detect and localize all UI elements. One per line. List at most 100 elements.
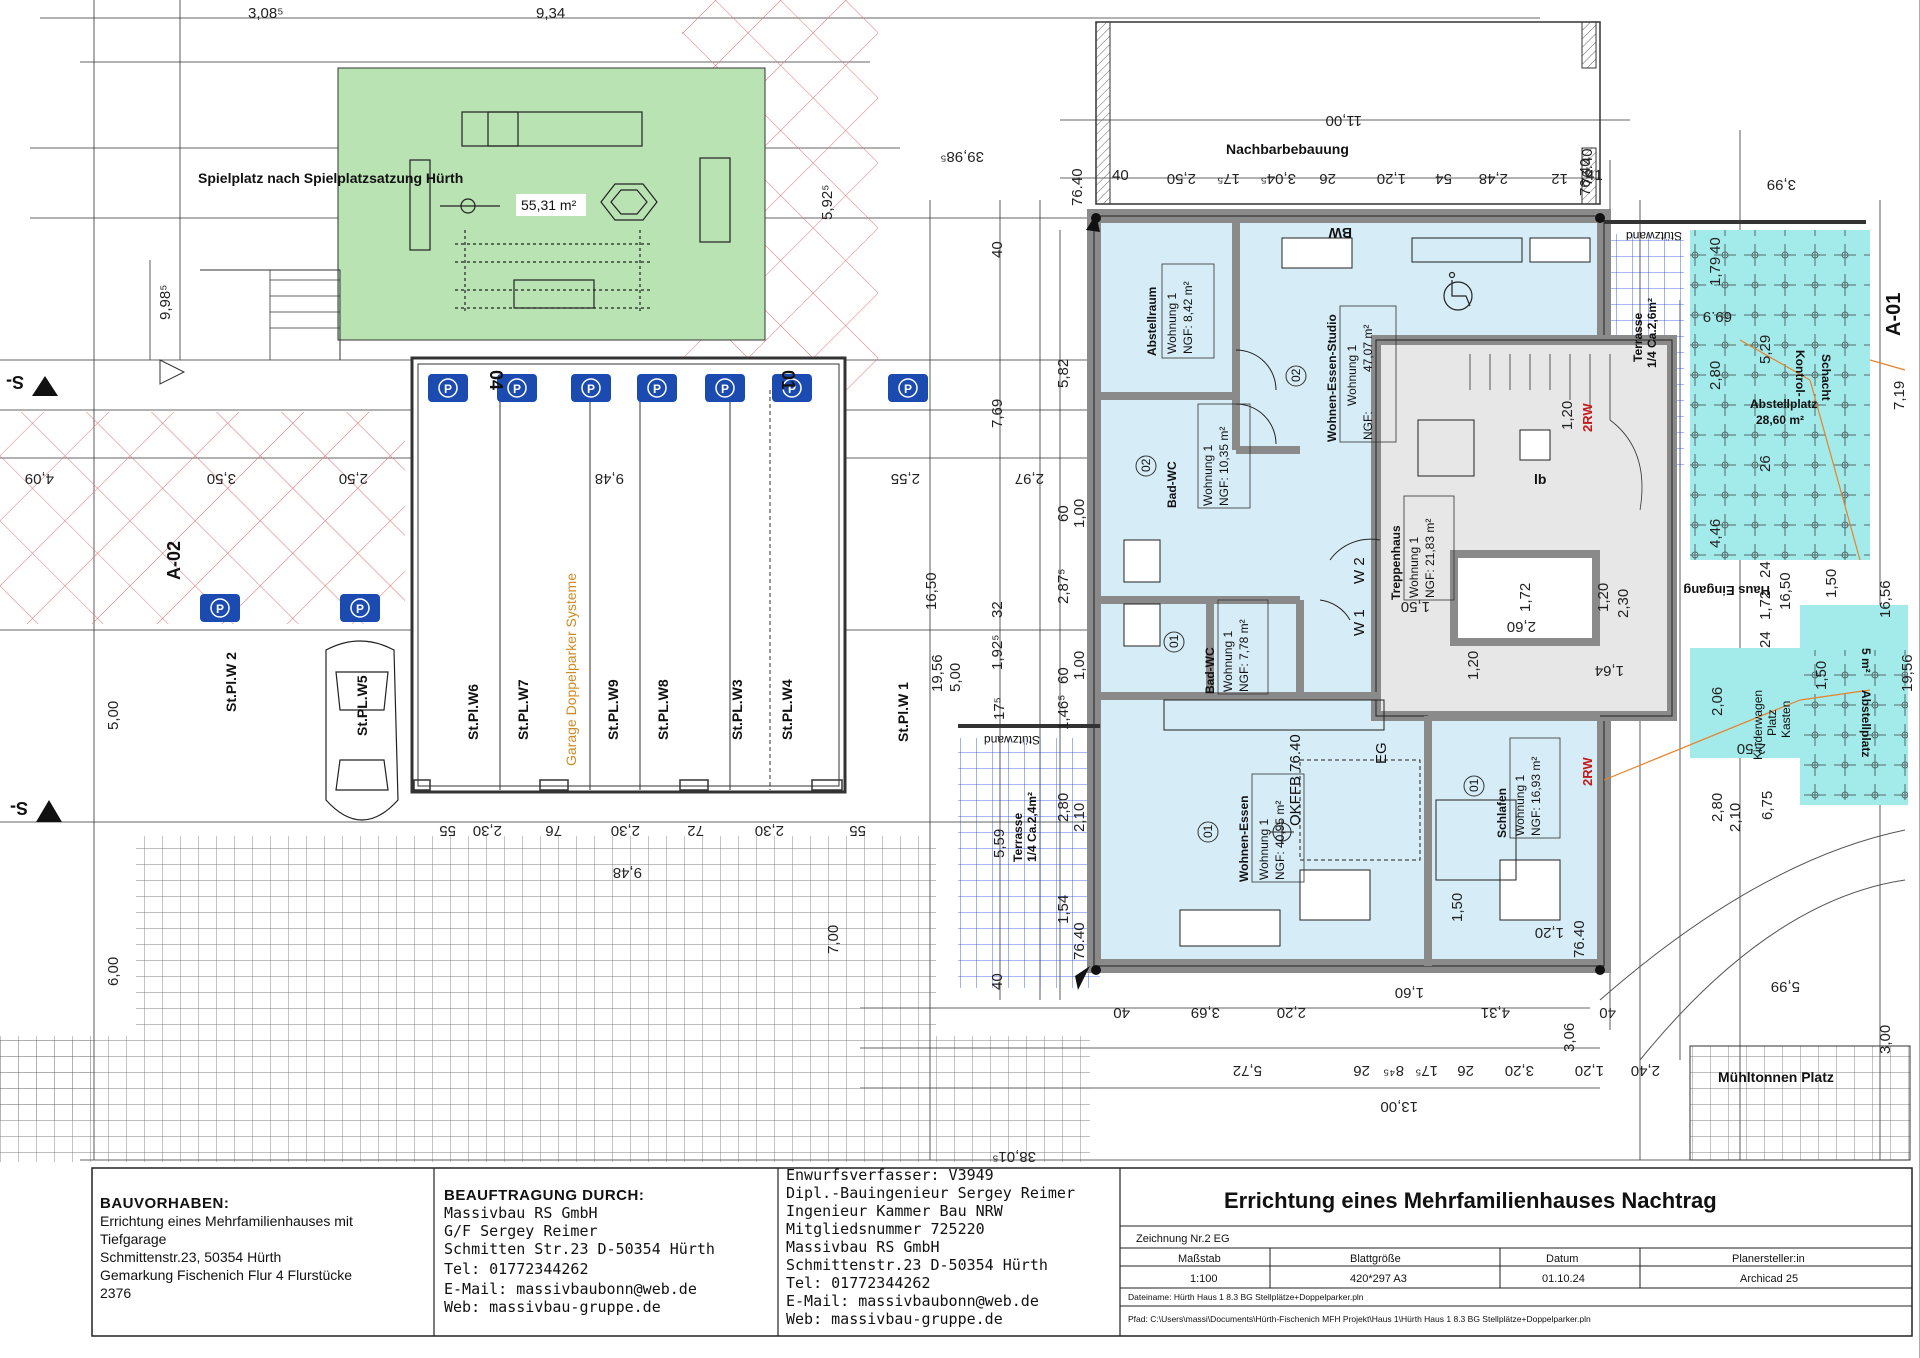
dim-text: 1,50 [1823,569,1840,598]
hatch-area-left [0,412,405,624]
corner-markers [1075,213,1605,990]
col-head-scale: Maßstab [1178,1253,1221,1265]
rainwater-label: 2RW [1580,403,1595,432]
room-treppenhaus: Treppenhaus Wohnung 1 NGF: 21,83 m² [1389,495,1455,601]
dim-text: 16,56 [1877,580,1894,618]
entwurf-line: Enwurfsverfasser: V3949 [786,1166,994,1184]
dim-text: 1,20 [1559,401,1576,430]
room-abstellraum: Abstellraum Wohnung 1 NGF: 8,42 m² [1145,263,1215,359]
file-path: Pfad: C:\Users\massi\Documents\Hürth-Fis… [1128,1314,1591,1324]
room-name: Wohnen-Essen-Studio [1325,314,1339,442]
dim-text: 2,60 [1507,618,1536,635]
parking-icon: P [340,594,380,622]
entwurf-line: Mitgliedsnummer 725220 [786,1220,985,1238]
entwurf-line: Dipl.-Bauingenieur Sergey Reimer [786,1184,1075,1202]
dim-text: 2,87⁵ [1055,569,1072,604]
parking-labels: St.Pl.W 2 St.PL.W5 St.Pl.W6 St.PL.W7 St.… [223,652,911,742]
bw-label: BW [1328,225,1352,241]
dim-text: 5,92⁵ [819,185,836,220]
parking-label: St.PL.W5 [354,675,370,736]
dim-text: 9,48 [595,470,624,487]
terrace-name: Terrasse [1631,313,1645,362]
dim-text: 76.40 [1579,148,1596,186]
svg-text:P: P [653,382,661,396]
dim-text: 2,10 [1071,803,1088,832]
parking-icon: P [888,374,928,402]
dim-text: 40 [989,973,1006,990]
col-head-sheet: Blattgröße [1350,1253,1401,1265]
parking-icon: P [637,374,677,402]
terrace-grid-lower [958,738,1100,988]
retaining-wall-label-2: Stützwand [984,733,1040,747]
dim-text: 3,00 [1877,1025,1894,1054]
beauftragung-line: G/F Sergey Reimer [444,1222,598,1240]
wheelchair-icon [1443,271,1473,311]
garage-outline [410,356,847,794]
parking-icon: P [497,374,537,402]
neighbor-label: Nachbarbebauung [1226,141,1349,157]
dim-text: 17⁵ [1217,170,1240,187]
dim-text: 1,20 [1575,1062,1604,1079]
dim-text: 16,50 [1777,572,1794,610]
bauvorhaben-line: Errichtung eines Mehrfamilienhauses mit [100,1213,353,1229]
dim-text: 1,20 [1465,651,1482,680]
bin-area-label: Mühltonnen Platz [1718,1069,1834,1085]
dim-text: 1,00 [1071,651,1088,680]
dim-text: 2,50 [339,470,368,487]
parking-icons: P P P P P P P P P [200,374,928,622]
dim-text: 5,00 [947,663,964,692]
playground-label: Spielplatz nach Spielplatzsatzung Hürth [198,170,463,186]
dim-text: 7,19 [1891,381,1908,410]
svg-text:P: P [721,382,729,396]
parking-icon: P [428,374,468,402]
dim-text: 7,00 [825,925,842,954]
entwurf-line: Web: massivbau-gruppe.de [786,1310,1003,1328]
dim-text: 26 [1757,455,1774,472]
playground-area: 55,31 m² [521,197,577,213]
arc-lines [1599,829,1906,1061]
dim-text: 9,98⁵ [157,285,174,320]
dim-text: 76 [545,822,562,839]
storage-space-2-label: Abstellplatz [1859,690,1873,757]
room-name: Schlafen [1495,788,1509,838]
dim-text: 1,64 [1595,662,1624,679]
dim-text: 40 [1112,167,1129,184]
drawing-number: Zeichnung Nr.2 EG [1136,1233,1230,1245]
parking-icon: P [571,374,611,402]
room-ngf: NGF: 8,42 m² [1181,281,1195,354]
dim-text: 4,31 [1481,1004,1510,1021]
dim-text: 40 [1599,1004,1616,1021]
parking-label: St.Pl.W 2 [223,652,239,712]
dim-text: 2,30 [611,822,640,839]
parking-label: St.PL.W3 [729,679,745,740]
axis-s-upper: S- [6,372,24,392]
dim-text: 2,80 [1709,793,1726,822]
svg-text:P: P [444,382,452,396]
axis-a01: A-01 [1883,293,1905,336]
dim-text: 1,20 [1377,170,1406,187]
dim-text: 9,34 [536,5,565,22]
control-shaft-label-2: Schacht [1819,354,1833,401]
dim-text: 4,46 [1707,519,1724,548]
room-name: Abstellraum [1145,287,1159,356]
okffb-label: OKFFB 76.40 [1287,734,1304,826]
room-ngf: NGF: 16,93 m² [1529,757,1543,836]
dim-text: 2,20 [1277,1004,1306,1021]
dim-text: 1,20 [1535,924,1564,941]
dim-text: 1,00 [1071,499,1088,528]
dim-text: 19,56 [1899,654,1916,692]
dim-text: 1,72 [1517,583,1534,612]
col-value-date: 01.10.24 [1542,1273,1585,1285]
room-name: Treppenhaus [1389,525,1403,600]
dim-text: 11,00 [1326,112,1362,129]
svg-text:P: P [904,382,912,396]
dim-text: 3,99 [1767,176,1796,193]
dim-text: 26 [1353,1062,1370,1079]
bauvorhaben-line: 2376 [100,1285,131,1301]
terrace-upper-label: Terrasse 1/4 Ca.2,6m² [1631,298,1659,368]
dim-text: 3,04⁵ [1261,170,1296,187]
bin-area [1689,1045,1911,1161]
room-unit: Wohnung 1 [1513,775,1527,836]
room-unit: Wohnung 1 [1221,631,1235,692]
room-name: Bad-WC [1203,647,1217,694]
